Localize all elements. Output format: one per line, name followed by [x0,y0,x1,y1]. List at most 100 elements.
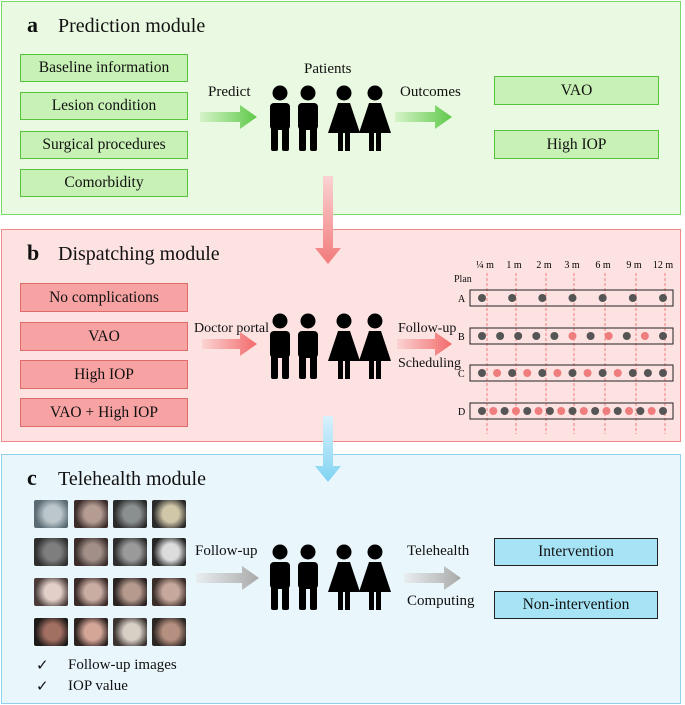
outcomes-arrow [395,105,452,129]
plan-row-box [469,327,674,345]
schedule-dot [625,407,634,415]
schedule-dot [523,369,532,377]
schedule-dot [591,407,600,415]
doctor-portal-arrow [202,332,257,356]
doctor-portal-label: Doctor portal [194,321,270,336]
schedule-dot [659,369,667,377]
timepoint-label: 12 m [653,260,674,271]
telehealth-computing-arrow [404,566,461,590]
output-non-intervention: Non-intervention [494,591,658,619]
schedule-dot [514,332,523,340]
follow-up-eye-image [113,538,147,566]
schedule-dot [643,369,652,377]
input-vao-high-iop: VAO + High IOP [20,398,188,427]
schedule-dot [478,294,486,302]
follow-up-arrow [397,332,452,356]
checklist-iop-value: IOP value [68,678,128,694]
schedule-dot [598,294,607,302]
input-lesion-condition: Lesion condition [20,92,188,120]
schedule-dot [636,407,645,415]
plan-row-label: A [458,294,466,305]
schedule-dot [489,407,498,415]
prediction-module-title: Prediction module [58,15,206,37]
schedule-dot [553,369,562,377]
schedule-dot [478,369,486,377]
schedule-dot [602,407,611,415]
schedule-dot [550,332,559,340]
plan-row-label: B [458,332,465,343]
prediction-module-panel: a Prediction module Baseline information… [1,1,681,215]
panel-letter-b: b [27,240,40,265]
panel-letter-a: a [27,12,38,37]
follow-up-eye-image [34,538,68,566]
schedule-dot [557,407,566,415]
output-vao: VAO [494,76,659,105]
input-comorbidity: Comorbidity [20,169,188,197]
schedule-dot [659,407,667,415]
schedule-dot [508,369,517,377]
follow-up-eye-image [152,500,186,528]
schedule-dot [659,332,667,340]
output-high-iop: High IOP [494,130,659,159]
input-vao: VAO [20,322,188,351]
schedule-dot [622,332,631,340]
input-baseline-information: Baseline information [20,54,188,82]
timepoint-label: 2 m [536,260,552,271]
down-arrow-a-to-b [315,176,341,264]
schedule-dot [478,332,486,340]
schedule-dot [647,407,656,415]
follow-up-label: Follow-up [398,321,457,336]
schedule-dot [500,407,509,415]
follow-up-eye-image [152,578,186,606]
input-surgical-procedures: Surgical procedures [20,131,188,159]
checklist-follow-up-images: Follow-up images [68,657,177,673]
dispatching-module-title: Dispatching module [58,243,220,265]
follow-up-eye-image [74,538,108,566]
plan-row-box [469,364,674,382]
telehealth-label: Telehealth [407,543,470,559]
telehealth-module-title: Telehealth module [58,468,206,490]
schedule-dot [523,407,532,415]
schedule-dot [579,407,588,415]
outcomes-label: Outcomes [400,84,461,100]
schedule-dot [659,294,667,302]
follow-up-eye-image [113,500,147,528]
timepoint-label: ¼ m [476,260,494,271]
schedule-dot [545,407,554,415]
schedule-dot [568,369,577,377]
plan-row-box [469,289,674,307]
plan-label: Plan [454,274,472,285]
plan-row-label: C [458,369,465,380]
schedule-dot [583,369,592,377]
follow-up-label: Follow-up [195,543,258,559]
telehealth-follow-up-arrow [196,566,259,590]
follow-up-eye-image [74,578,108,606]
input-high-iop: High IOP [20,360,188,389]
follow-up-eye-image [113,578,147,606]
input-no-complications: No complications [20,283,188,312]
output-intervention: Intervention [494,538,658,566]
schedule-dot [568,294,577,302]
schedule-dot [534,407,543,415]
schedule-dot [568,407,577,415]
schedule-dot [598,369,607,377]
schedule-dot [586,332,595,340]
patients-label: Patients [304,61,352,77]
schedule-dot [532,332,541,340]
follow-up-eye-image [74,618,108,646]
predict-arrow [200,105,257,129]
schedule-dot [496,332,505,340]
schedule-dot [568,332,577,340]
follow-up-eye-image [34,500,68,528]
scheduling-label: Scheduling [398,356,461,371]
predict-label: Predict [208,84,251,100]
timepoint-label: 3 m [564,260,580,271]
schedule-dot [640,332,649,340]
follow-up-eye-image [74,500,108,528]
down-arrow-b-to-c [315,416,341,482]
timepoint-label: 1 m [506,260,522,271]
follow-up-eye-image [113,618,147,646]
schedule-dot [613,407,622,415]
computing-label: Computing [407,593,475,609]
